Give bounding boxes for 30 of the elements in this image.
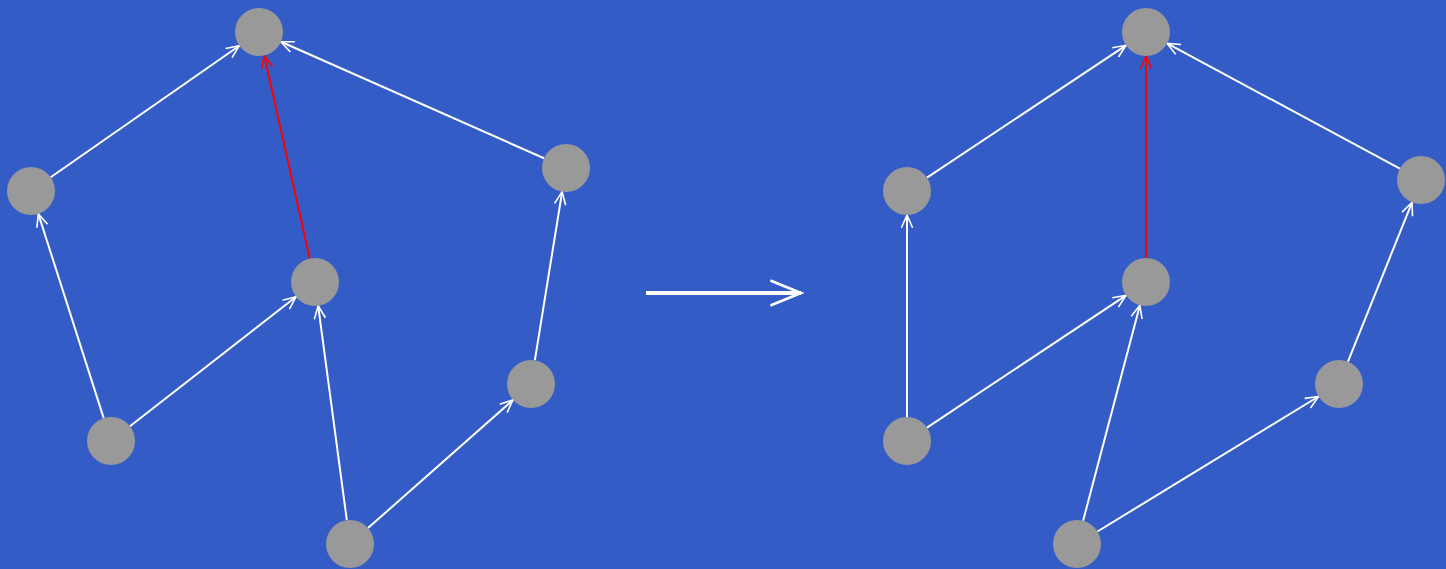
circle-node — [1397, 156, 1445, 204]
arrow — [128, 295, 298, 428]
circle-node — [1053, 520, 1101, 568]
arrow — [533, 190, 567, 362]
circle-node — [883, 167, 931, 215]
circle-node — [1122, 8, 1170, 56]
circle-node — [235, 8, 283, 56]
arrow — [1082, 304, 1143, 522]
arrow — [279, 40, 546, 160]
circle-node — [291, 258, 339, 306]
arrow — [1346, 201, 1414, 363]
circle-node — [507, 360, 555, 408]
arrow — [367, 398, 514, 530]
circle-node — [883, 417, 931, 465]
arrow — [900, 214, 914, 418]
circle-node — [326, 520, 374, 568]
circle-node — [87, 417, 135, 465]
circle-node — [542, 144, 590, 192]
arrow — [926, 44, 1127, 179]
arrow — [49, 44, 241, 179]
circle-node — [1122, 258, 1170, 306]
arrow — [1096, 395, 1320, 533]
arrow — [313, 304, 348, 522]
arrow — [1166, 42, 1401, 170]
arrow — [1139, 55, 1153, 259]
arrow — [260, 54, 311, 260]
circle-node — [1315, 360, 1363, 408]
circle-node — [7, 167, 55, 215]
arrow — [926, 294, 1127, 429]
arrow — [36, 212, 105, 420]
